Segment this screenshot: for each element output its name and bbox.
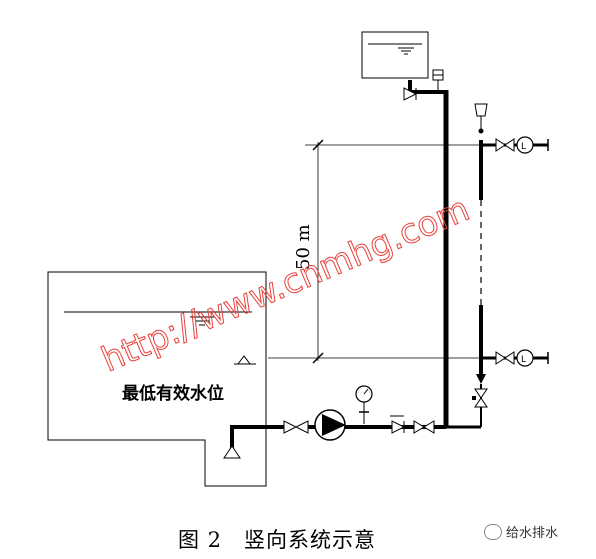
suction-pipe [230,425,290,452]
upper-meter-icon: L [516,136,534,154]
suction-valve-icon [283,420,309,434]
lower-valve-icon [495,351,515,365]
high-tank-level-symbol [398,47,414,55]
min-level-marker [234,355,256,365]
high-level-tank [361,31,429,79]
right-air-vent-icon [474,103,488,134]
foot-valve-inlet-icon [223,445,241,459]
watermark-url: http://www.cnmhg.com [96,189,475,380]
pump-icon [314,409,346,441]
wechat-icon [484,524,502,540]
flow-arrow-icon [476,374,486,384]
lower-meter-icon: L [516,349,534,367]
tank-inlet-pipe [408,80,446,94]
source-badge: 给水排水 [484,522,558,541]
check-valve-icon [390,415,406,434]
dim-tick-bottom [312,352,324,364]
tank-check-valve-icon [403,87,418,101]
storage-tank-outline [47,271,267,487]
source-badge-text: 给水排水 [506,526,559,541]
figure-caption: 图 2 竖向系统示意 [178,528,377,552]
upper-valve-icon [495,138,515,152]
discharge-valve-icon [413,420,435,434]
tank-air-vent-icon [432,69,444,92]
height-dimension-label: 50 m [293,224,314,270]
svg-text:L: L [521,142,526,152]
tank-water-level-symbol [190,316,214,326]
min-water-level-label: 最低有效水位 [122,383,224,404]
svg-text:L: L [521,355,526,365]
right-riser-valves-icon [472,388,488,408]
dim-tick-top [312,139,324,151]
pressure-gauge-icon [355,385,373,424]
